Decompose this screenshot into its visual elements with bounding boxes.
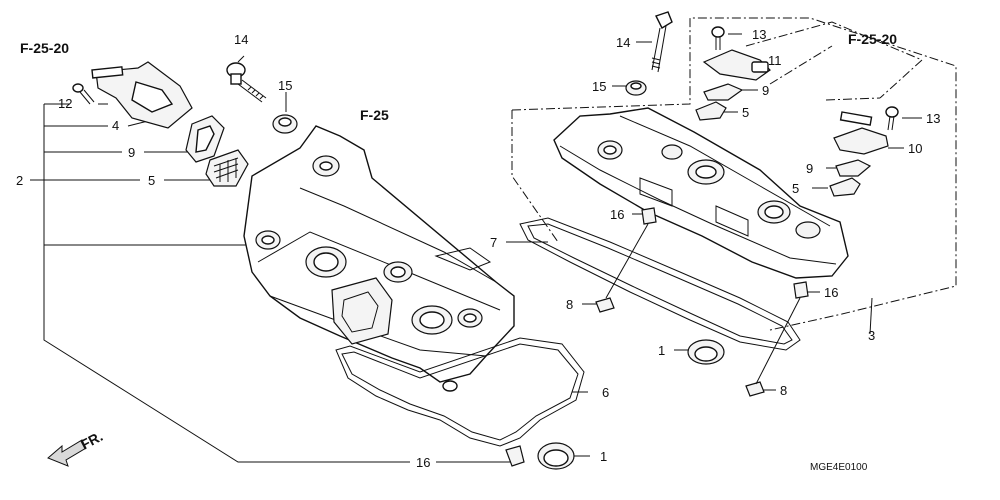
seal-1-left bbox=[537, 442, 575, 470]
diagram-code: MGE4E0100 bbox=[810, 462, 868, 473]
seal-8-lower bbox=[745, 381, 765, 397]
head-cover-left bbox=[243, 125, 515, 383]
reed-5-right-lower bbox=[829, 177, 861, 197]
bolt-13-lower bbox=[885, 106, 899, 131]
bolt-14-left bbox=[226, 62, 267, 103]
callout-3: 3 bbox=[868, 328, 875, 343]
callout-14-left: 14 bbox=[234, 32, 248, 47]
callout-16-right-upper: 16 bbox=[610, 207, 624, 222]
callout-8-upper: 8 bbox=[566, 297, 573, 312]
reed-5-right-upper bbox=[695, 101, 727, 121]
bracket-2 bbox=[30, 103, 410, 463]
head-cover-right bbox=[553, 107, 849, 279]
grommet-15-right bbox=[625, 80, 647, 96]
callout-13-lower: 13 bbox=[926, 111, 940, 126]
callout-16-right-lower: 16 bbox=[824, 285, 838, 300]
reed-valve-10 bbox=[833, 111, 889, 155]
plug-16-right-upper bbox=[641, 207, 657, 225]
seal-9-left bbox=[185, 115, 225, 163]
reference-right-f-25-20[interactable]: F-25-20 bbox=[848, 31, 897, 47]
front-arrow-icon bbox=[47, 439, 87, 467]
callout-14-right: 14 bbox=[616, 35, 630, 50]
grommet-15-left bbox=[272, 114, 298, 134]
reed-valve-4 bbox=[91, 61, 193, 129]
plug-16-left bbox=[505, 445, 525, 467]
callout-16-left: 16 bbox=[416, 455, 430, 470]
callout-10: 10 bbox=[908, 141, 922, 156]
gasket-7 bbox=[519, 217, 801, 351]
callout-7: 7 bbox=[490, 235, 497, 250]
seal-9-right-lower bbox=[835, 159, 872, 177]
callout-2: 2 bbox=[16, 173, 23, 188]
callout-11: 11 bbox=[768, 53, 782, 68]
plug-16-right-lower bbox=[793, 281, 809, 299]
callout-12: 12 bbox=[58, 96, 72, 111]
callout-1-right: 1 bbox=[658, 343, 665, 358]
callout-8-lower: 8 bbox=[780, 383, 787, 398]
seal-1-right bbox=[687, 339, 725, 365]
callout-5-left: 5 bbox=[148, 173, 155, 188]
reed-5-left bbox=[205, 149, 249, 187]
callout-1-left: 1 bbox=[600, 449, 607, 464]
reed-valve-11 bbox=[702, 49, 771, 81]
callout-9-left: 9 bbox=[128, 145, 135, 160]
bolt-14-right bbox=[651, 11, 673, 73]
callout-5-right-lower: 5 bbox=[792, 181, 799, 196]
callout-15-right: 15 bbox=[592, 79, 606, 94]
callout-6: 6 bbox=[602, 385, 609, 400]
callout-5-right-upper: 5 bbox=[742, 105, 749, 120]
reference-f-25[interactable]: F-25 bbox=[360, 107, 389, 123]
callout-9-right-lower: 9 bbox=[806, 161, 813, 176]
callout-9-right-upper: 9 bbox=[762, 83, 769, 98]
callout-4: 4 bbox=[112, 118, 119, 133]
gasket-6 bbox=[335, 337, 585, 447]
bolt-13-upper bbox=[711, 26, 725, 50]
reference-left-f-25-20[interactable]: F-25-20 bbox=[20, 40, 69, 56]
callout-13-upper: 13 bbox=[752, 27, 766, 42]
seal-9-right-upper bbox=[703, 83, 744, 101]
bracket-3 bbox=[511, 17, 957, 335]
callout-15-left: 15 bbox=[278, 78, 292, 93]
seal-8-upper bbox=[595, 297, 615, 313]
bolt-12 bbox=[72, 83, 95, 105]
